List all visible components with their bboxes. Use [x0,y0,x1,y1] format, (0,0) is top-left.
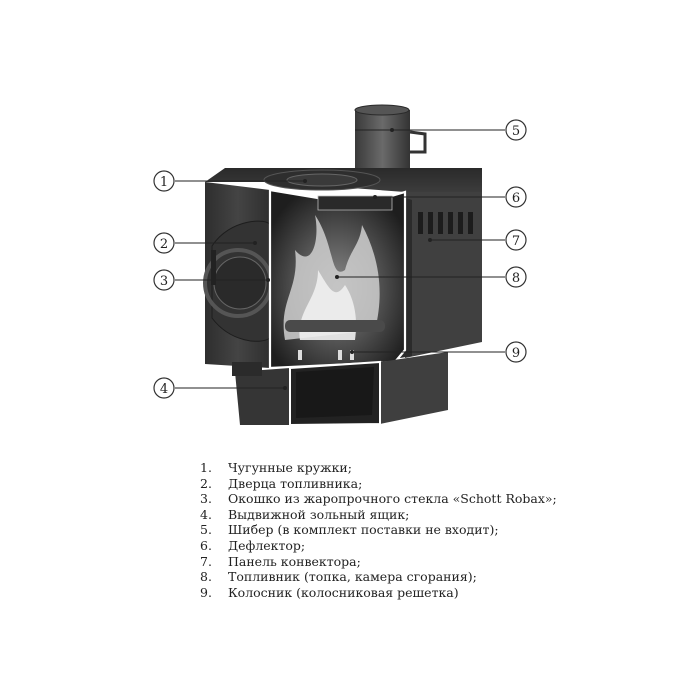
chimney-pipe [354,104,427,172]
parts-legend: 1.Чугунные кружки; 2.Дверца топливника; … [200,460,557,600]
svg-text:2: 2 [160,237,168,252]
callout-5: 5 [505,119,527,141]
svg-text:4: 4 [160,382,168,397]
callout-8: 8 [505,266,527,288]
legend-item: 7.Панель конвектора; [200,553,361,569]
legend-item: 1.Чугунные кружки; [200,460,352,475]
callout-1: 1 [153,170,175,192]
callout-7: 7 [505,229,527,251]
callout-2: 2 [153,232,175,254]
svg-text:6: 6 [512,191,520,206]
svg-text:8: 8 [512,271,520,286]
ash-box [232,352,448,427]
svg-text:9: 9 [512,346,520,361]
legend-item: 4.Выдвижной зольный ящик; [200,506,410,522]
legend-item: 9.Колосник (колосниковая решетка) [200,584,459,600]
stove-top [205,168,482,192]
svg-text:5: 5 [512,124,520,139]
legend-item: 8.Топливник (топка, камера сгорания); [200,569,477,585]
callout-3: 3 [153,269,175,291]
callout-9: 9 [505,341,527,363]
svg-text:1: 1 [160,175,168,190]
legend-item: 2.Дверца топливника; [200,475,363,491]
callout-6: 6 [505,186,527,208]
svg-text:3: 3 [160,274,168,289]
svg-text:7: 7 [512,234,520,249]
convector-slots [418,212,473,234]
firebox [268,188,407,370]
callout-4: 4 [153,377,175,399]
grate-icon [298,350,354,360]
legend-item: 3.Окошко из жаропрочного стекла «Schott … [200,491,557,507]
legend-item: 5.Шибер (в комплект поставки не входит); [200,522,499,538]
callout-leaders [175,128,505,390]
stove-diagram: 1 2 3 4 5 6 7 8 9 [153,104,527,427]
legend-item: 6.Дефлектор; [200,537,306,553]
